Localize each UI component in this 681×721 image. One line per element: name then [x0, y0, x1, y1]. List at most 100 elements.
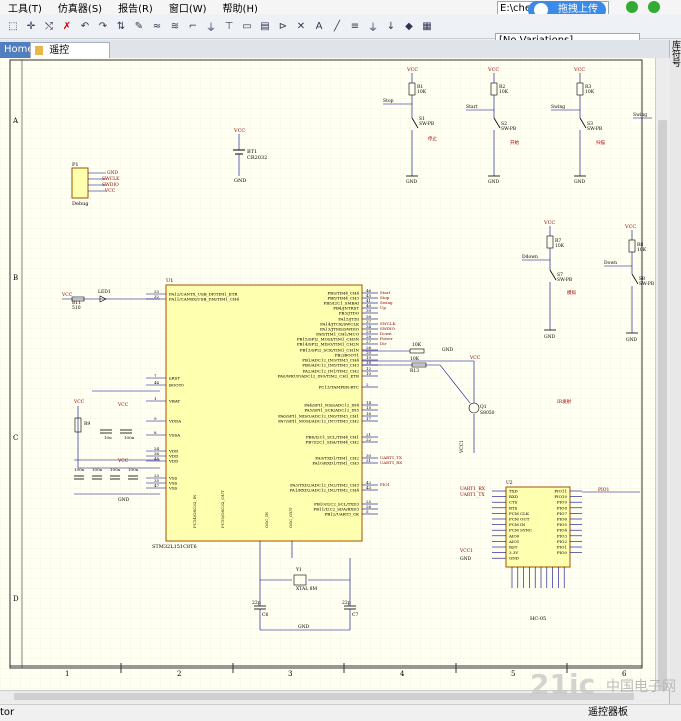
- bt-pin-name: 3.3V: [509, 550, 518, 555]
- grid-icon[interactable]: ▦: [422, 20, 432, 32]
- tab-home[interactable]: Home: [0, 42, 38, 58]
- move-icon[interactable]: ✛: [26, 20, 36, 32]
- svg-text:GND: GND: [406, 179, 418, 185]
- wire-icon[interactable]: ≈: [152, 20, 162, 32]
- svg-text:GND: GND: [298, 624, 310, 630]
- svg-text:SW-PB: SW-PB: [419, 121, 435, 127]
- power-port-icon[interactable]: ⏚: [206, 22, 216, 34]
- debug-header[interactable]: P1 Debug GND SWCLK SWDIO VCC: [71, 162, 120, 207]
- text-icon[interactable]: A: [315, 20, 323, 32]
- pencil-icon[interactable]: ✎: [134, 20, 144, 32]
- svg-text:VCC: VCC: [117, 402, 129, 408]
- col-label-3: 3: [288, 670, 292, 678]
- no-erc-icon[interactable]: ✕: [296, 20, 306, 32]
- nav-forward-icon[interactable]: [648, 1, 660, 13]
- delete-icon[interactable]: ✗: [62, 20, 72, 32]
- mcu-pin-name: PA1/RXD2/ADC12_IN2/TIM2_CH4: [290, 488, 360, 493]
- col-label-2: 2: [177, 670, 181, 678]
- svg-text:VCC: VCC: [469, 355, 481, 361]
- menu-report[interactable]: 报告(R): [118, 3, 153, 15]
- sheet-icon[interactable]: ▤: [260, 20, 270, 32]
- select-icon[interactable]: ⬚: [8, 20, 18, 32]
- mcu-pin-name: BOOT0: [169, 383, 184, 388]
- mcu-pin-number: 10: [366, 371, 372, 376]
- switch-s1[interactable]: VCC R1 10K Stop S1 SW-PB 停止 GND: [383, 67, 437, 185]
- mcu-pin-name: PB0/ADC12_IN8/TIM3_CH3: [302, 363, 359, 368]
- bt-pin-name: PIO10: [554, 494, 567, 499]
- right-side-panel[interactable]: 库符号: [669, 40, 681, 704]
- mcu-pin-name: PA3/TXD2/ADC12_IN2/TIM2_CH3: [290, 483, 359, 488]
- redo-icon[interactable]: ↷: [98, 20, 108, 32]
- vertical-scroll-thumb[interactable]: [658, 120, 667, 700]
- hierarchy-icon[interactable]: ⇅: [116, 20, 126, 32]
- mcu-pin-number: 26: [366, 345, 372, 350]
- vcc-port-icon[interactable]: ⊤: [224, 20, 234, 32]
- svg-text:10K: 10K: [637, 247, 647, 253]
- ir-transmitter[interactable]: 10K R13 Q1 S8050 VCC1 IR发射 VCC 10K GND: [362, 342, 572, 454]
- svg-text:U1: U1: [166, 278, 173, 284]
- horizontal-scroll-thumb[interactable]: [14, 693, 634, 700]
- marker-icon[interactable]: ◆: [405, 20, 413, 32]
- mcu-pin-number: 46: [366, 288, 372, 293]
- mcu-pin-number: 34: [366, 324, 372, 329]
- mcu-pin-name: PA0/WKUP/ADC12_IN0/TIM2_CH1_ETR: [278, 374, 360, 379]
- svg-text:VCC: VCC: [487, 67, 499, 73]
- menu-tools[interactable]: 工具(T): [8, 3, 42, 15]
- bt-pin-name: AIO0: [508, 533, 520, 538]
- bt-pin-name: PIO5: [557, 522, 568, 527]
- port-icon[interactable]: ⊳: [278, 20, 288, 32]
- right-panel-label: 库符号: [670, 40, 680, 67]
- schematic-canvas[interactable]: A B C D 1 2 3 4 5 6 P1 Debug GND SWCLK S…: [0, 58, 655, 690]
- mcu-pin-name: PB6/I2C1_SCL/TIM4_CH1: [306, 435, 359, 440]
- mcu-pin-name: PB12/UART3_CK: [325, 512, 360, 517]
- horizontal-scrollbar[interactable]: [0, 690, 669, 703]
- mcu-pin-number: 12: [366, 366, 372, 371]
- net-label-icon[interactable]: ⌐: [188, 20, 198, 32]
- svg-text:SW-PB: SW-PB: [501, 126, 517, 132]
- switch-s3[interactable]: VCC R3 10K Swing S3 SW-PB 扫描 GND: [551, 67, 605, 185]
- mcu-pin-net: SWCLK: [380, 321, 397, 326]
- mcu-pin-number: 24: [154, 446, 160, 451]
- switch-s7[interactable]: VCC R7 10K Ddown S7 SW-PB 模拟 GND: [522, 220, 576, 340]
- svg-text:GND: GND: [626, 337, 638, 343]
- part-icon[interactable]: ▭: [242, 20, 252, 32]
- svg-text:10K: 10K: [585, 89, 595, 95]
- probe-icon[interactable]: ↓: [386, 20, 396, 32]
- menu-help[interactable]: 帮助(H): [222, 3, 258, 15]
- mcu-pin-name: PA15/JTDI: [338, 317, 359, 322]
- line-icon[interactable]: ╱: [333, 20, 341, 32]
- led-circuit[interactable]: VCC R11 510 LED1: [61, 289, 160, 311]
- svg-text:S8: S8: [639, 276, 645, 282]
- undo-icon[interactable]: ↶: [80, 20, 90, 32]
- switch-s8[interactable]: VCC R8 10K Down S8 SW-PB GND: [604, 224, 655, 343]
- mcu-pin-number: 26: [366, 504, 372, 509]
- mcu-pin-number: 21: [366, 432, 371, 437]
- crystal-circuit[interactable]: Y1 XTAL 8M 22p C6 22p C7 GND: [252, 558, 358, 631]
- cross-select-icon[interactable]: ⤭: [45, 20, 53, 32]
- bus-icon[interactable]: ≋: [170, 20, 180, 32]
- battery[interactable]: VCC BT1 CR2032 GND: [233, 128, 267, 184]
- svg-text:S8050: S8050: [480, 410, 495, 416]
- vertical-scrollbar[interactable]: [655, 58, 670, 700]
- bt-pin-name: AIO1: [508, 539, 519, 544]
- svg-text:R9: R9: [84, 421, 90, 427]
- mcu-pin-net: Dir: [380, 341, 386, 346]
- tab-schdoc[interactable]: 遥控器.SchDoc: [30, 42, 110, 72]
- mcu-pin-name: PA2/ADC12_IN1/TIM2_CH2: [303, 369, 360, 374]
- mcu-pin-name: VDD: [168, 454, 178, 459]
- switch-s2[interactable]: VCC R2 10K Start S2 SW-PB 开始 GND: [466, 67, 519, 185]
- svg-text:R2: R2: [499, 84, 505, 90]
- decoupling-caps: 100n 100n 100n 100n 10u 100n VCC GND: [74, 429, 160, 503]
- mcu-pin-number: 23: [154, 473, 160, 478]
- ground-icon[interactable]: ⏚: [368, 22, 378, 34]
- col-label-6: 6: [622, 670, 627, 678]
- mcu-pin-net: Power: [380, 336, 393, 341]
- menu-window[interactable]: 窗口(W): [168, 3, 207, 15]
- menu-simulator[interactable]: 仿真器(S): [57, 3, 103, 15]
- align-icon[interactable]: ≡: [350, 20, 360, 32]
- nav-back-icon[interactable]: [626, 1, 638, 13]
- mcu-pin-name: VSS: [168, 481, 178, 486]
